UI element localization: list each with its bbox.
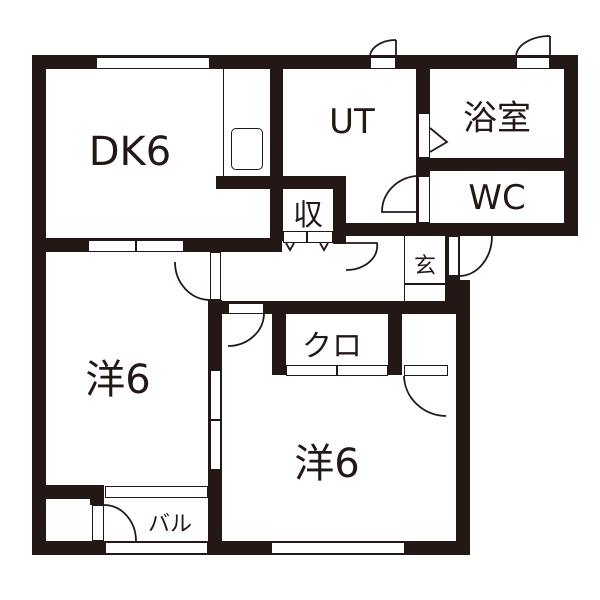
wall-storage-right — [333, 176, 346, 244]
kitchen-counter — [223, 69, 270, 176]
wall-closet-right — [388, 301, 402, 375]
entrance-door-frame — [448, 236, 459, 276]
room-label-western1: 洋6 — [85, 357, 151, 403]
entrance-step-line — [404, 283, 446, 285]
window-dk-top — [96, 57, 210, 69]
w1-door-frame — [210, 252, 221, 300]
ut-top-door-frame — [370, 57, 396, 69]
room-label-closet: クロ — [302, 329, 362, 364]
room-label-ut: UT — [329, 102, 375, 142]
room-label-storage: 収 — [293, 198, 323, 233]
storage-door-b — [307, 231, 333, 243]
wc-door-frame — [418, 176, 430, 223]
wall-bath-wc — [416, 158, 578, 171]
wall-closet-left — [272, 301, 286, 375]
window-dk-bottom-b — [136, 240, 184, 252]
wall-kitchen-shelf — [216, 176, 346, 189]
window-dk-bottom-a — [88, 240, 136, 252]
closet-door-a — [286, 365, 337, 376]
closet-door-b — [337, 365, 388, 376]
bath-top-door-frame — [516, 57, 550, 69]
wall-dk-ut — [270, 55, 283, 241]
w2-door-frame — [228, 303, 264, 314]
room-label-bath: 浴室 — [463, 98, 531, 139]
room-label-dk: DK6 — [88, 129, 172, 175]
kitchen-sink-icon — [231, 128, 263, 170]
outer-wall-right-lower — [456, 280, 470, 555]
bath-door — [418, 113, 430, 158]
outer-wall-right — [564, 55, 578, 235]
window-w1-east-b — [210, 420, 221, 470]
wall-balcony-top — [32, 485, 104, 499]
storage-door-a — [283, 231, 307, 243]
room-label-entrance: 玄 — [413, 254, 437, 279]
w2-east-door-frame — [404, 365, 448, 376]
window-w1-east-a — [210, 370, 221, 420]
wall-balcony-post — [90, 485, 104, 505]
window-balcony-bottom — [105, 542, 208, 554]
entrance-step — [404, 236, 446, 302]
wall-ut-bottom — [346, 223, 578, 236]
outer-wall-left — [32, 55, 46, 555]
room-label-western2: 洋6 — [294, 441, 360, 487]
window-balcony-top — [105, 486, 208, 498]
balcony-door-frame — [92, 505, 104, 541]
room-label-balcony: バル — [147, 512, 193, 537]
room-label-wc: WC — [468, 178, 526, 218]
window-w2-bottom — [271, 542, 405, 554]
